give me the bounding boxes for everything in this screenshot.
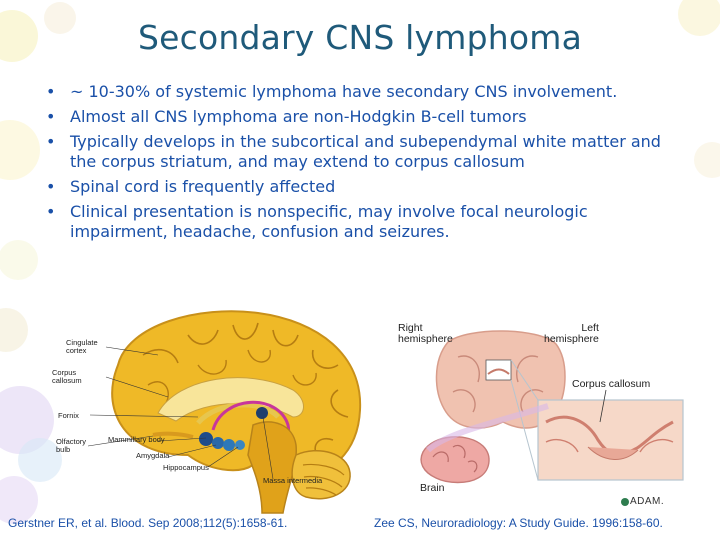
- label-right-hemisphere: Right hemisphere: [398, 322, 453, 345]
- bullet-item: Typically develops in the subcortical an…: [44, 132, 684, 172]
- label-cingulate-cortex: Cingulate cortex: [66, 338, 98, 355]
- label-hippocampus: Hippocampus: [163, 463, 209, 472]
- label-left-hemisphere: Left hemisphere: [544, 322, 599, 345]
- label-fornix: Fornix: [58, 411, 79, 420]
- bullet-item: Spinal cord is frequently affected: [44, 177, 684, 197]
- citation-left: Gerstner ER, et al. Blood. Sep 2008;112(…: [8, 516, 288, 530]
- slide-title: Secondary CNS lymphoma: [137, 18, 583, 57]
- image-credit: ADAM.: [630, 496, 665, 507]
- label-corpus-callosum-right: Corpus callosum: [572, 378, 651, 390]
- bullet-item: Almost all CNS lymphoma are non-Hodgkin …: [44, 107, 684, 127]
- bullet-item: Clinical presentation is nonspecific, ma…: [44, 202, 684, 242]
- bullet-list: ~ 10-30% of systemic lymphoma have secon…: [44, 82, 684, 247]
- adam-logo-icon: [621, 498, 629, 506]
- sagittal-brain-image: [87, 310, 362, 514]
- limbic-system-illustration: Cingulate cortex Corpus callosum Fornix …: [48, 305, 368, 515]
- citation-right: Zee CS, Neuroradiology: A Study Guide. 1…: [374, 516, 663, 530]
- label-olfactory-bulb: Olfactory bulb: [56, 437, 87, 454]
- label-corpus-callosum-left: Corpus callosum: [52, 368, 82, 385]
- label-amygdala: Amygdala: [136, 451, 170, 460]
- label-massa-intermedia: Massa intermedia: [263, 476, 323, 485]
- corpus-callosum-illustration: Right hemisphere Left hemisphere Corpus …: [388, 312, 698, 514]
- bullet-item: ~ 10-30% of systemic lymphoma have secon…: [44, 82, 684, 102]
- label-brain: Brain: [420, 482, 445, 494]
- coronal-brain-image: [420, 330, 684, 484]
- label-mammillary-body: Mammillary body: [108, 435, 165, 444]
